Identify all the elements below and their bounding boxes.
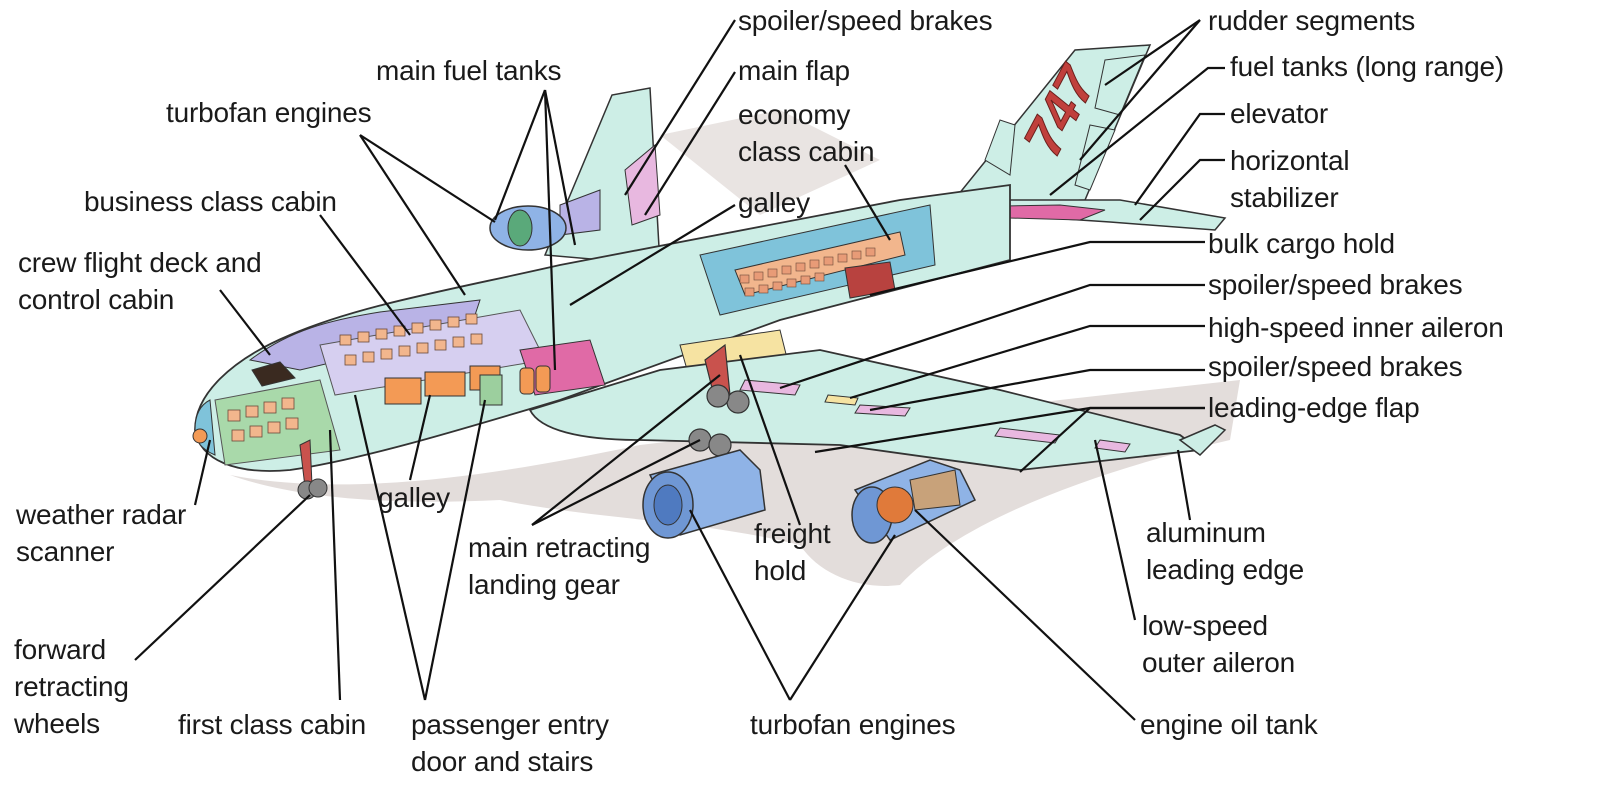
winglet — [1178, 424, 1227, 456]
weather-radar-dish — [192, 428, 208, 444]
label-freight-hold: freight hold — [754, 518, 831, 586]
far-engine-intake — [507, 209, 533, 247]
label-weather-radar-scanner: weather radar scanner — [16, 499, 187, 567]
near-wing-control-surfaces — [739, 379, 1131, 453]
label-forward-retracting-wheels: forward retracting wheels — [14, 634, 129, 739]
near-engine-outer — [851, 459, 977, 544]
tail-shadow — [660, 110, 880, 215]
economy-seats — [739, 247, 876, 297]
galley-block — [479, 374, 503, 406]
label-aluminum-leading-edge: aluminum leading edge — [1146, 517, 1304, 585]
engine-core-cutaway — [876, 486, 914, 524]
label-galley-low: galley — [378, 482, 450, 513]
label-low-speed-outer-aileron: low-speed outer aileron — [1142, 610, 1296, 678]
label-spoiler-top: spoiler/speed brakes — [738, 5, 993, 36]
inner-aileron — [824, 394, 859, 406]
left-stabilizer — [984, 119, 1016, 176]
label-main-flap: main flap — [738, 55, 850, 86]
label-first-class-cabin: first class cabin — [178, 709, 366, 740]
main-landing-gear — [688, 343, 750, 457]
economy-seating — [734, 231, 906, 296]
business-seats — [339, 313, 483, 366]
label-turbofan-engines-bottom: turbofan engines — [750, 709, 956, 740]
label-economy-class-cabin: economy class cabin — [738, 99, 875, 167]
label-galley-top: galley — [738, 187, 810, 218]
forward-wheels — [297, 439, 328, 500]
label-bulk-cargo-hold: bulk cargo hold — [1208, 228, 1395, 259]
label-rudder-segments: rudder segments — [1208, 5, 1416, 36]
label-main-fuel-tanks: main fuel tanks — [376, 55, 562, 86]
near-engine-inner — [642, 449, 766, 539]
label-spoiler-mid: spoiler/speed brakes — [1208, 269, 1463, 300]
label-fuel-tanks-long-range: fuel tanks (long range) — [1230, 51, 1505, 82]
label-business-class-cabin: business class cabin — [84, 186, 337, 217]
label-horizontal-stabilizer: horizontal stabilizer — [1230, 145, 1350, 213]
first-class-seats — [227, 397, 299, 442]
label-passenger-entry-door: passenger entry door and stairs — [411, 709, 609, 777]
label-leading-edge-flap: leading-edge flap — [1208, 392, 1420, 423]
label-spoiler-low: spoiler/speed brakes — [1208, 351, 1463, 382]
label-elevator: elevator — [1230, 98, 1329, 129]
label-turbofan-engines-top: turbofan engines — [166, 97, 372, 128]
leader-lines — [134, 19, 1225, 721]
label-high-speed-inner-aileron: high-speed inner aileron — [1208, 312, 1504, 343]
label-main-retracting-landing-gear: main retracting landing gear — [468, 532, 651, 600]
label-crew-flight-deck: crew flight deck and control cabin — [18, 247, 262, 315]
cockpit-windows — [251, 361, 296, 387]
label-engine-oil-tank: engine oil tank — [1140, 709, 1318, 740]
engine-oil-tank-shape — [909, 469, 961, 511]
